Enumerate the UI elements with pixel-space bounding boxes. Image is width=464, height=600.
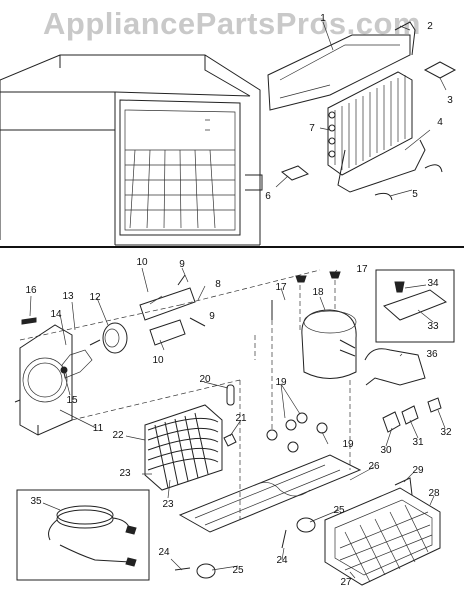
callout-11: 11 [92, 423, 104, 434]
condenser-coil [144, 404, 223, 491]
inset-box [375, 269, 455, 343]
callout-17a: 17 [275, 282, 287, 293]
fan-shroud [14, 324, 73, 436]
callout-8: 8 [215, 279, 221, 290]
bracket-2 [394, 21, 416, 56]
callout-13: 13 [62, 291, 74, 302]
callout-9b: 9 [209, 311, 215, 322]
part-29-shape [394, 477, 413, 496]
part-6-shape [281, 165, 309, 181]
part-32-shape [427, 397, 442, 413]
callout-31: 31 [412, 437, 424, 448]
part-20-shape [226, 384, 235, 406]
callout-12: 12 [89, 292, 101, 303]
screw-34 [394, 281, 405, 293]
motor-bracket-lower [149, 319, 186, 346]
callout-17b: 17 [356, 264, 368, 275]
callout-32: 32 [440, 427, 452, 438]
callout-29: 29 [412, 465, 424, 476]
callout-1: 1 [320, 13, 326, 24]
motor-bracket [139, 287, 196, 321]
callout-21: 21 [235, 413, 247, 424]
callout-2: 2 [427, 21, 433, 32]
callout-6: 6 [265, 191, 271, 202]
callout-4: 4 [437, 117, 443, 128]
callout-33: 33 [427, 321, 439, 332]
callout-23a: 23 [119, 468, 131, 479]
part-31-shape [401, 405, 419, 425]
callout-30: 30 [380, 445, 392, 456]
callout-10a: 10 [136, 257, 148, 268]
condenser-fan-motor [89, 322, 128, 354]
callout-10b: 10 [152, 355, 164, 366]
callout-5: 5 [412, 189, 418, 200]
callout-3: 3 [447, 95, 453, 106]
grommets-19 [266, 412, 328, 453]
tube-36 [364, 348, 426, 386]
cabinet-drawing [0, 54, 263, 246]
power-cord [48, 505, 137, 567]
defrost-heater [337, 139, 426, 193]
callout-19a: 19 [275, 377, 287, 388]
callout-23b: 23 [162, 499, 174, 510]
fan-blade [61, 349, 93, 379]
bumper-25b [196, 563, 216, 579]
compressor [301, 309, 357, 379]
callout-22: 22 [112, 430, 124, 441]
screw-17a [295, 275, 307, 283]
callout-20: 20 [199, 374, 211, 385]
callout-25a: 25 [333, 505, 345, 516]
part-3-shape [423, 61, 457, 79]
callout-7: 7 [309, 123, 315, 134]
callout-14: 14 [50, 309, 62, 320]
bumper-25a [296, 517, 316, 533]
part-21-shape [223, 433, 237, 447]
part-33-shape [383, 289, 448, 321]
grommets-8 [177, 274, 206, 327]
callout-26: 26 [368, 461, 380, 472]
callout-24b: 24 [276, 555, 288, 566]
machine-base [178, 454, 362, 533]
callout-35: 35 [30, 496, 42, 507]
callout-18: 18 [312, 287, 324, 298]
screws-24 [174, 529, 287, 571]
heater-clips [374, 164, 443, 201]
evaporator-cover [267, 34, 411, 111]
screw-16 [21, 317, 37, 325]
callout-9a: 9 [179, 259, 185, 270]
screw-17b [329, 271, 341, 279]
callout-16: 16 [25, 285, 37, 296]
callout-15: 15 [66, 395, 78, 406]
drain-pan [324, 487, 441, 586]
callout-34: 34 [427, 278, 439, 289]
evaporator-coil [327, 71, 413, 176]
callout-24a: 24 [158, 547, 170, 558]
callout-25b: 25 [232, 565, 244, 576]
callout-27: 27 [340, 577, 352, 588]
harness-inset [16, 489, 150, 581]
callout-19b: 19 [342, 439, 354, 450]
callout-36: 36 [426, 349, 438, 360]
callout-28: 28 [428, 488, 440, 499]
part-30-shape [382, 411, 401, 433]
